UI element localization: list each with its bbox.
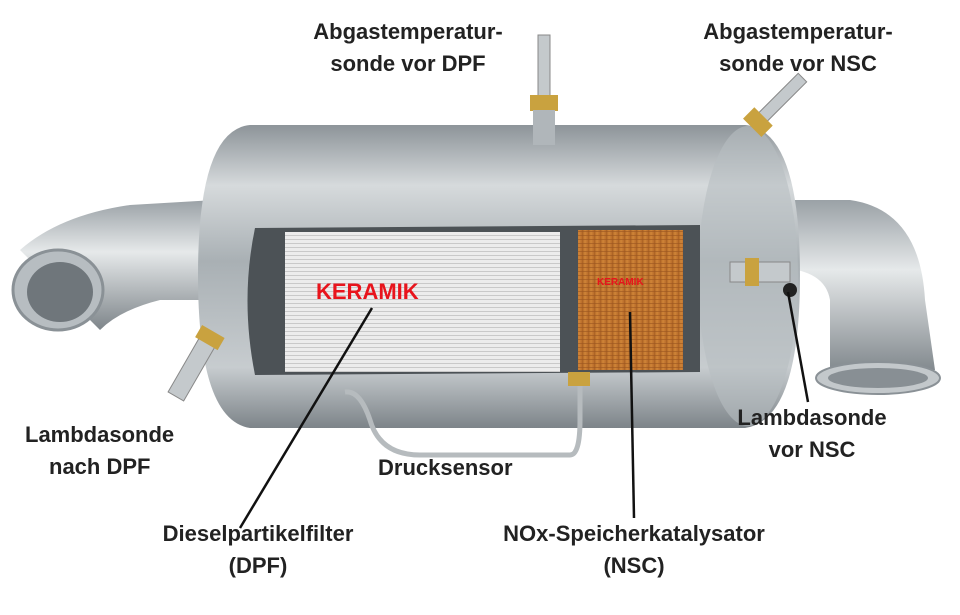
label-temp-sensor-dpf: Abgastemperatur- sonde vor DPF	[313, 16, 502, 80]
label-dpf: Dieselpartikelfilter (DPF)	[163, 518, 354, 582]
label-line: Lambdasonde	[25, 422, 175, 447]
label-line: (NSC)	[603, 553, 665, 578]
outlet-pipe	[760, 200, 941, 395]
lambda-sensor-after-dpf	[167, 325, 225, 402]
nsc-ceramic-label: KERAMIK	[597, 277, 644, 288]
label-line: Dieselpartikelfilter	[162, 521, 354, 546]
pressure-sensor-line	[344, 372, 590, 458]
lambda-sensor-before-nsc	[729, 258, 797, 297]
label-line: sonde vor NSC	[719, 51, 877, 76]
label-line: Abgastemperatur-	[703, 19, 893, 44]
label-line: nach DPF	[49, 454, 151, 479]
dpf-substrate	[285, 232, 560, 372]
inlet-pipe	[11, 200, 215, 332]
dpf-ceramic-label: KERAMIK	[316, 279, 419, 304]
label-pressure-sensor: Drucksensor	[378, 455, 513, 480]
label-line: sonde vor DPF	[330, 51, 486, 76]
temp-sensor-dpf	[530, 34, 558, 145]
label-nsc: NOx-Speicherkatalysator (NSC)	[503, 518, 765, 582]
label-line: NOx-Speicherkatalysator	[503, 521, 765, 546]
label-line: Lambdasonde	[737, 405, 887, 430]
label-temp-sensor-nsc: Abgastemperatur- sonde vor NSC	[703, 16, 892, 80]
label-lambda-after-dpf: Lambdasonde nach DPF	[25, 419, 174, 483]
label-line: Abgastemperatur-	[313, 19, 503, 44]
label-line: (DPF)	[228, 553, 288, 578]
temp-sensor-nsc	[743, 72, 808, 137]
label-lambda-before-nsc: Lambdasonde vor NSC	[737, 402, 886, 466]
leader-lines	[238, 291, 810, 529]
label-line: vor NSC	[768, 437, 856, 462]
